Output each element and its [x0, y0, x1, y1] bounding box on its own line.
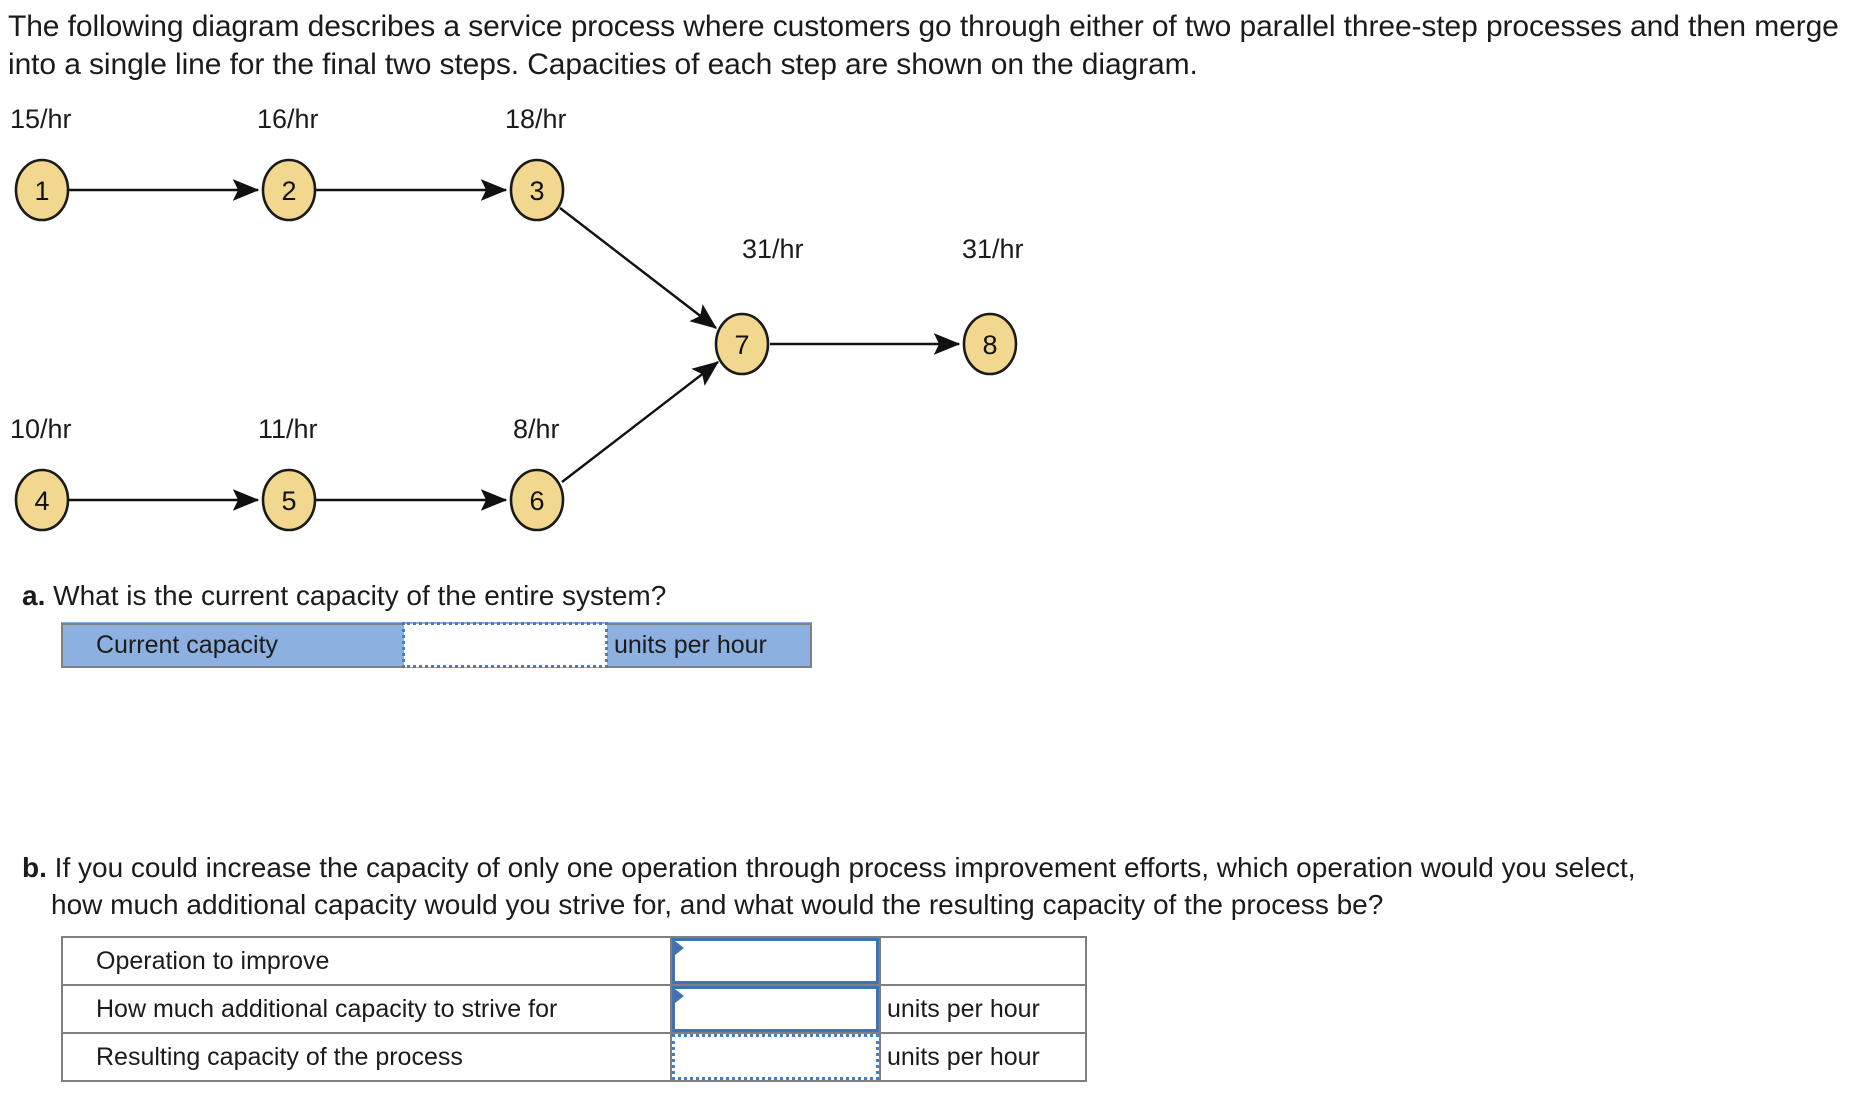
capacity-label-3: 18/hr — [505, 104, 567, 134]
resulting-capacity-label: Resulting capacity of the process — [61, 1032, 672, 1082]
capacity-label-8: 31/hr — [962, 234, 1024, 264]
capacity-label-2: 16/hr — [257, 104, 319, 134]
question-a-label: a. — [22, 580, 46, 611]
resulting-capacity-field[interactable] — [672, 1034, 879, 1080]
node-number-5: 5 — [281, 486, 296, 516]
question-a: a. What is the current capacity of the e… — [22, 578, 666, 613]
edge-6-to-7 — [561, 361, 719, 483]
problem-statement: The following diagram describes a servic… — [8, 10, 1839, 82]
dropdown-caret-icon[interactable] — [675, 989, 684, 1003]
answer-table-b: Operation to improve How much additional… — [61, 936, 1087, 1082]
node-number-6: 6 — [529, 486, 544, 516]
diagram-node-8: 31/hr 8 — [962, 234, 1024, 376]
answer-table-a: Current capacity units per hour — [61, 622, 812, 668]
node-number-3: 3 — [529, 176, 544, 206]
question-a-text: What is the current capacity of the enti… — [53, 580, 667, 611]
process-flow-diagram: 15/hr 1 16/hr 2 18/hr 3 10/hr 4 11/hr 5 — [0, 100, 1120, 540]
current-capacity-input[interactable] — [402, 622, 608, 668]
operation-to-improve-units — [879, 936, 1087, 986]
diagram-node-1: 15/hr 1 — [10, 104, 72, 222]
dropdown-caret-icon[interactable] — [675, 941, 684, 955]
additional-capacity-units: units per hour — [879, 984, 1087, 1034]
question-b-label: b. — [22, 852, 47, 883]
additional-capacity-field[interactable] — [672, 986, 879, 1032]
additional-capacity-input[interactable] — [670, 984, 881, 1034]
table-row: How much additional capacity to strive f… — [61, 984, 1087, 1034]
diagram-node-3: 18/hr 3 — [505, 104, 567, 222]
current-capacity-label: Current capacity — [62, 623, 404, 667]
table-row: Resulting capacity of the process units … — [61, 1032, 1087, 1082]
capacity-label-1: 15/hr — [10, 104, 72, 134]
resulting-capacity-units: units per hour — [879, 1032, 1087, 1082]
question-b: b. If you could increase the capacity of… — [22, 850, 1862, 924]
node-number-4: 4 — [34, 486, 49, 516]
node-number-2: 2 — [281, 176, 296, 206]
question-b-text-line2: how much additional capacity would you s… — [51, 888, 1384, 920]
question-b-text-line1: If you could increase the capacity of on… — [54, 852, 1636, 883]
edge-3-to-7 — [559, 207, 717, 329]
capacity-label-4: 10/hr — [10, 414, 72, 444]
operation-to-improve-label: Operation to improve — [61, 936, 672, 986]
operation-to-improve-input[interactable] — [670, 936, 881, 986]
node-number-1: 1 — [34, 176, 49, 206]
diagram-node-4: 10/hr 4 — [10, 414, 72, 532]
capacity-label-5: 11/hr — [258, 414, 318, 444]
node-number-8: 8 — [982, 330, 997, 360]
diagram-node-2: 16/hr 2 — [257, 104, 319, 222]
additional-capacity-label: How much additional capacity to strive f… — [61, 984, 672, 1034]
table-row: Current capacity units per hour — [62, 622, 811, 668]
capacity-label-7: 31/hr — [742, 234, 804, 264]
node-number-7: 7 — [734, 330, 749, 360]
current-capacity-units: units per hour — [606, 623, 811, 667]
operation-to-improve-field[interactable] — [672, 938, 879, 984]
diagram-node-5: 11/hr 5 — [258, 414, 318, 532]
resulting-capacity-input[interactable] — [670, 1032, 881, 1082]
capacity-label-6: 8/hr — [513, 414, 560, 444]
diagram-node-7: 31/hr 7 — [714, 234, 804, 376]
diagram-node-6: 8/hr 6 — [509, 414, 565, 532]
table-row: Operation to improve — [61, 936, 1087, 986]
